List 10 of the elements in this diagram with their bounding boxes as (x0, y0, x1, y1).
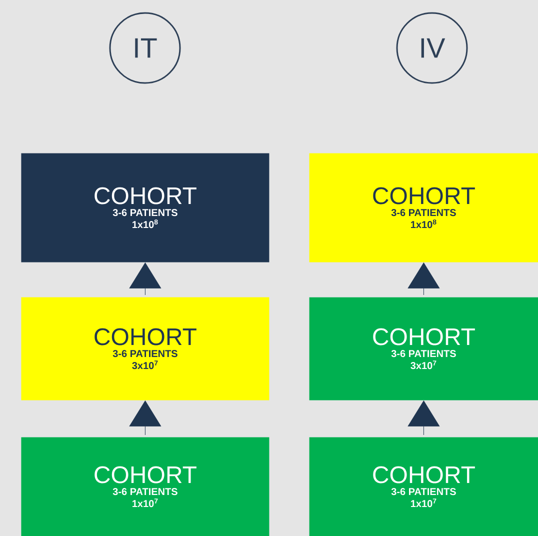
arrow (129, 400, 162, 436)
cohort-box: COHORT 3-6 PATIENTS 1x10$^{7}$ (21, 437, 270, 536)
arrow (408, 400, 440, 436)
cohort-box: COHORT 3-6 PATIENTS 3x10$^{7}$ (309, 297, 538, 400)
arrow (129, 262, 162, 296)
cohort-box: COHORT 3-6 PATIENTS 1x10$^{7}$ (309, 437, 538, 536)
cohort-box: COHORT 3-6 PATIENTS 1x10$^{8}$ (21, 153, 270, 262)
cohort-box: COHORT 3-6 PATIENTS 3x10$^{7}$ (21, 297, 270, 400)
arrow (408, 262, 440, 296)
cohort-box: COHORT 3-6 PATIENTS 1x10$^{8}$ (309, 153, 538, 262)
